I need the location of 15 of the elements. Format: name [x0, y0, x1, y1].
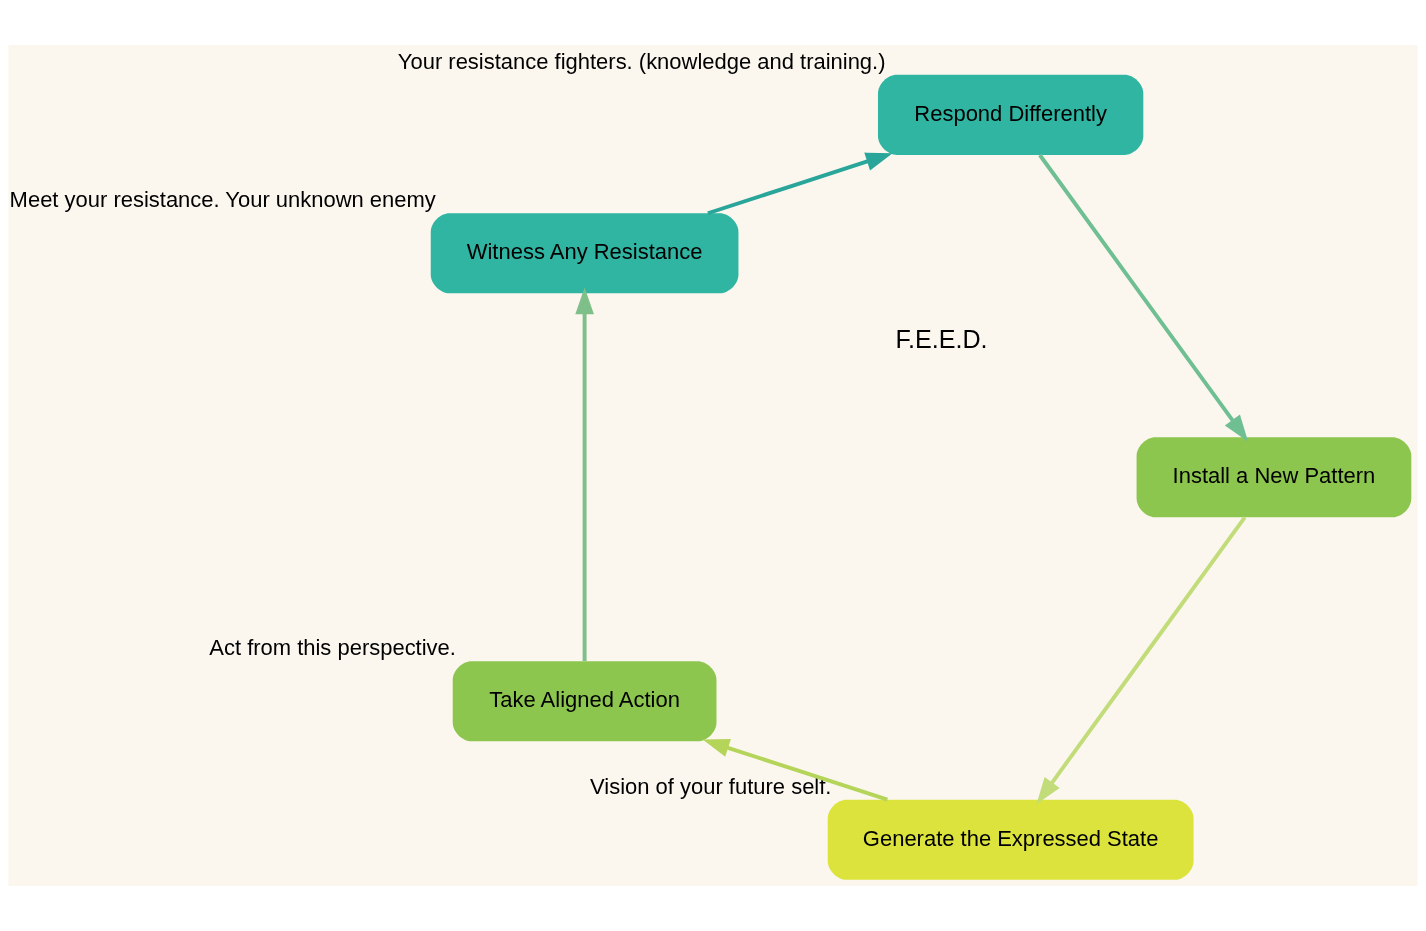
- node-label: Act from this perspective.: [209, 635, 456, 661]
- node-box: Respond Differently: [877, 74, 1144, 155]
- node-box: Generate the Expressed State: [827, 799, 1194, 880]
- arrow: [707, 152, 893, 216]
- label: F.E.E.D.: [895, 325, 988, 354]
- node-box: Take Aligned Action: [452, 661, 717, 742]
- arrow: [1038, 153, 1249, 442]
- node-label: Vision of your future self.: [590, 773, 832, 799]
- arrow: [575, 287, 594, 662]
- arrow: [1036, 516, 1247, 805]
- node-label: Your resistance fighters. (knowledge and training.): [397, 48, 886, 74]
- node-label: Meet your resistance. Your unknown enemy: [9, 187, 436, 213]
- node-box: Witness Any Resistance: [430, 213, 739, 294]
- arrow: [702, 738, 888, 802]
- node-box: Install a New Pattern: [1136, 437, 1412, 518]
